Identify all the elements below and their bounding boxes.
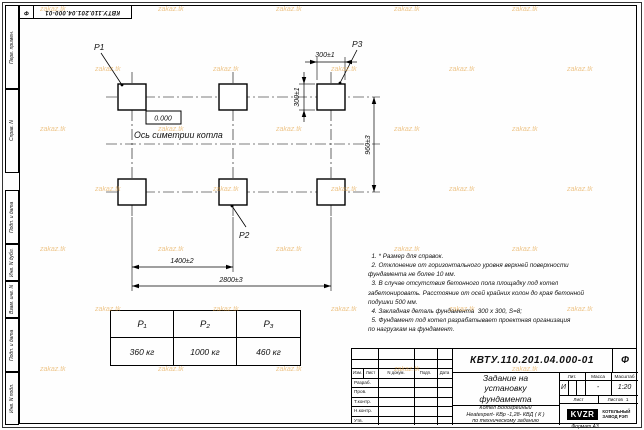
tb-role-prov: Пров. — [354, 389, 367, 395]
load-table-header-p3: Р₃ — [237, 311, 300, 338]
sheet-label: Лист — [573, 396, 584, 402]
pad-bottom-left — [117, 178, 147, 206]
tb-col-podp: Подп. — [419, 370, 432, 376]
company-cell: KVZR КОТЕЛЬНЫЙ ЗАВОД РЭП — [559, 403, 638, 425]
drawing-title: Задание на установку фундамента — [479, 372, 532, 404]
load-table-value-p2: 1000 кг — [174, 338, 237, 365]
leader-lines — [100, 49, 358, 228]
mass-label: Масса — [591, 373, 605, 379]
pad-label-p3: Р3 — [352, 39, 363, 49]
tb-role-utv: Утв. — [354, 417, 363, 423]
drawing-frame — [19, 5, 637, 424]
pad-top-left — [117, 83, 147, 111]
lit-value: И — [560, 384, 566, 391]
tb-col-dokum: N докум. — [387, 370, 405, 376]
lit-label: Лит. — [567, 373, 577, 379]
dim-row-spacing: 960±3 — [365, 135, 372, 155]
pad-top-right — [316, 83, 346, 111]
scale-value: 1:20 — [617, 384, 632, 391]
scale-label: Масштаб — [614, 373, 635, 379]
sheets-cell: Листов 1 — [598, 395, 638, 403]
foundation-pads — [117, 83, 346, 206]
technical-notes: 1. * Размер для справок. 2. Отклонение о… — [368, 253, 585, 333]
pad-label-p1: Р1 — [94, 42, 105, 52]
elevation-mark-box — [145, 110, 182, 125]
symmetry-axis-label: Ось симетрии котла — [134, 130, 223, 140]
load-table-value-p1: 360 кг — [111, 338, 174, 365]
doc-number: КВТУ.110.201.04.000-01 — [469, 355, 595, 366]
pad-top-middle — [218, 83, 248, 111]
mass-value: - — [596, 384, 600, 391]
pad-bottom-right — [316, 178, 346, 206]
sheets-label: Листов — [607, 396, 623, 402]
product-name: Котел Водогрейный Heatexpert- КВр -1,28-… — [466, 405, 545, 425]
tb-role-nkontr: Н.контр. — [354, 408, 373, 414]
tb-col-izm: Изм. — [352, 370, 363, 376]
tb-role-razrab: Разраб. — [354, 379, 371, 385]
title-block: Изм. Лист N докум. Подп. Дата Разраб. Пр… — [351, 348, 638, 425]
kvzr-logo: KVZR — [566, 408, 599, 420]
dimension-lines — [132, 59, 377, 289]
tb-col-data: Дата — [439, 370, 450, 376]
doc-suffix: Ф — [621, 355, 629, 366]
company-name: КОТЕЛЬНЫЙ ЗАВОД РЭП — [602, 408, 631, 419]
load-table-value-p3: 460 кг — [256, 346, 281, 357]
elevation-mark: 0.000 — [154, 116, 172, 123]
dim-pad-height: 300±1 — [294, 87, 301, 107]
pad-bottom-middle — [218, 178, 248, 206]
tb-col-list: Лист — [365, 370, 376, 376]
load-table: Р₁ Р₂ Р₃ 360 кг 1000 кг 460 кг — [110, 310, 301, 366]
load-table-header-p1: Р₁ — [111, 311, 174, 338]
dim-col-spacing: 1400±2 — [170, 258, 193, 265]
dim-pad-width: 300±1 — [315, 52, 335, 59]
tb-role-tkontr: Т.контр. — [354, 398, 372, 404]
sheets-value: 1 — [625, 396, 629, 402]
load-table-header-p2: Р₂ — [174, 311, 237, 338]
pad-label-p2: Р2 — [239, 230, 250, 240]
dim-total-length: 2800±3 — [218, 277, 242, 284]
format-note: Формат А3 — [571, 423, 599, 430]
